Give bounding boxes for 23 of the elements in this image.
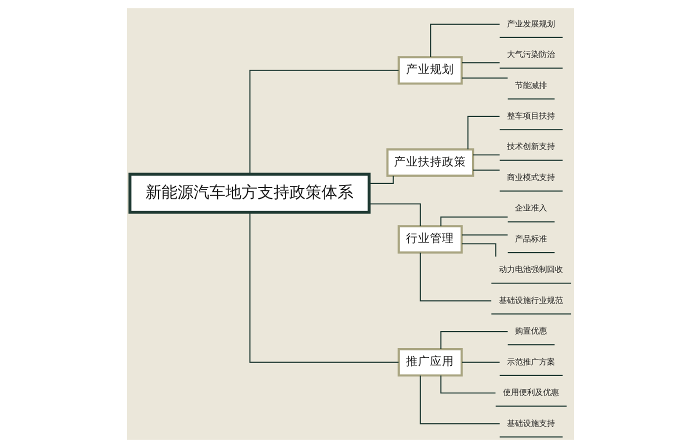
connector: [430, 24, 500, 58]
connector: [248, 70, 398, 174]
connector: [368, 203, 420, 226]
connector: [368, 176, 394, 184]
connector: [466, 116, 500, 150]
node-box: 行业管理: [397, 225, 462, 254]
connector: [440, 375, 495, 394]
connector: [472, 170, 500, 171]
connector: [461, 362, 500, 363]
node-box: 推广应用: [397, 348, 462, 377]
connector: [440, 331, 508, 350]
node-box: 产业扶持政策: [386, 148, 474, 177]
connector: [248, 212, 398, 363]
connector: [440, 216, 508, 226]
connector: [461, 62, 500, 64]
connector: [419, 376, 500, 424]
connector: [461, 78, 508, 79]
connector: [461, 243, 496, 257]
node-box: 新能源汽车地方支持政策体系: [128, 172, 370, 214]
connector: [461, 234, 508, 236]
connector: [419, 252, 491, 302]
connector: [472, 154, 500, 156]
node-box: 产业规划: [397, 56, 462, 85]
